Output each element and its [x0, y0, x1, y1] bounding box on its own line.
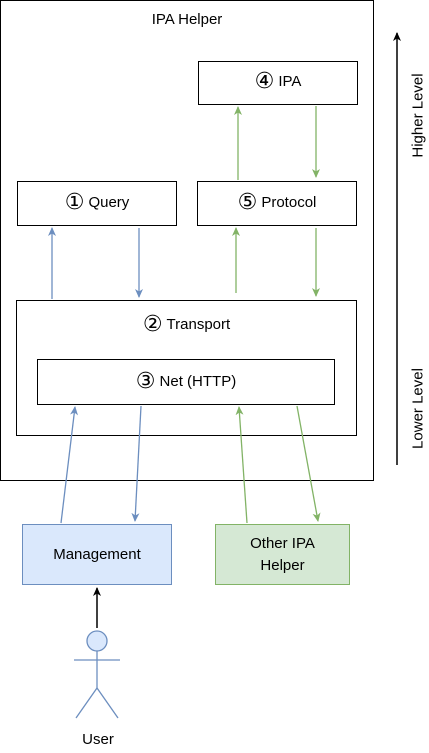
query-text: Query: [88, 194, 130, 211]
higher-level-label: Higher Level: [409, 73, 427, 158]
protocol-text: Protocol: [261, 194, 317, 211]
transport-text: Transport: [166, 316, 231, 333]
protocol-node[interactable]: [197, 181, 357, 226]
lower-level-label: Lower Level: [409, 368, 427, 449]
net-node[interactable]: [37, 359, 335, 405]
other-ipa-helper-node[interactable]: Other IPA Helper: [215, 524, 350, 585]
query-number: ①: [64, 190, 85, 215]
other-ipa-helper-line1: Other IPA: [250, 534, 315, 552]
ipa-helper-title: IPA Helper: [151, 11, 223, 28]
ipa-text: IPA: [278, 73, 302, 90]
net-number: ③: [135, 369, 156, 394]
user-actor-icon: [74, 630, 120, 719]
other-ipa-helper-line2: Helper: [260, 556, 305, 574]
management-label: Management: [53, 546, 141, 563]
transport-number: ②: [142, 312, 163, 337]
ipa-node[interactable]: [198, 61, 358, 105]
management-node[interactable]: Management: [22, 524, 172, 585]
ipa-number: ④: [254, 69, 275, 94]
user-label: User: [82, 731, 114, 748]
net-text: Net (HTTP): [159, 373, 237, 390]
query-node[interactable]: [17, 181, 177, 226]
protocol-number: ⑤: [237, 190, 258, 215]
other-ipa-helper-label: Other IPA Helper: [250, 533, 315, 577]
